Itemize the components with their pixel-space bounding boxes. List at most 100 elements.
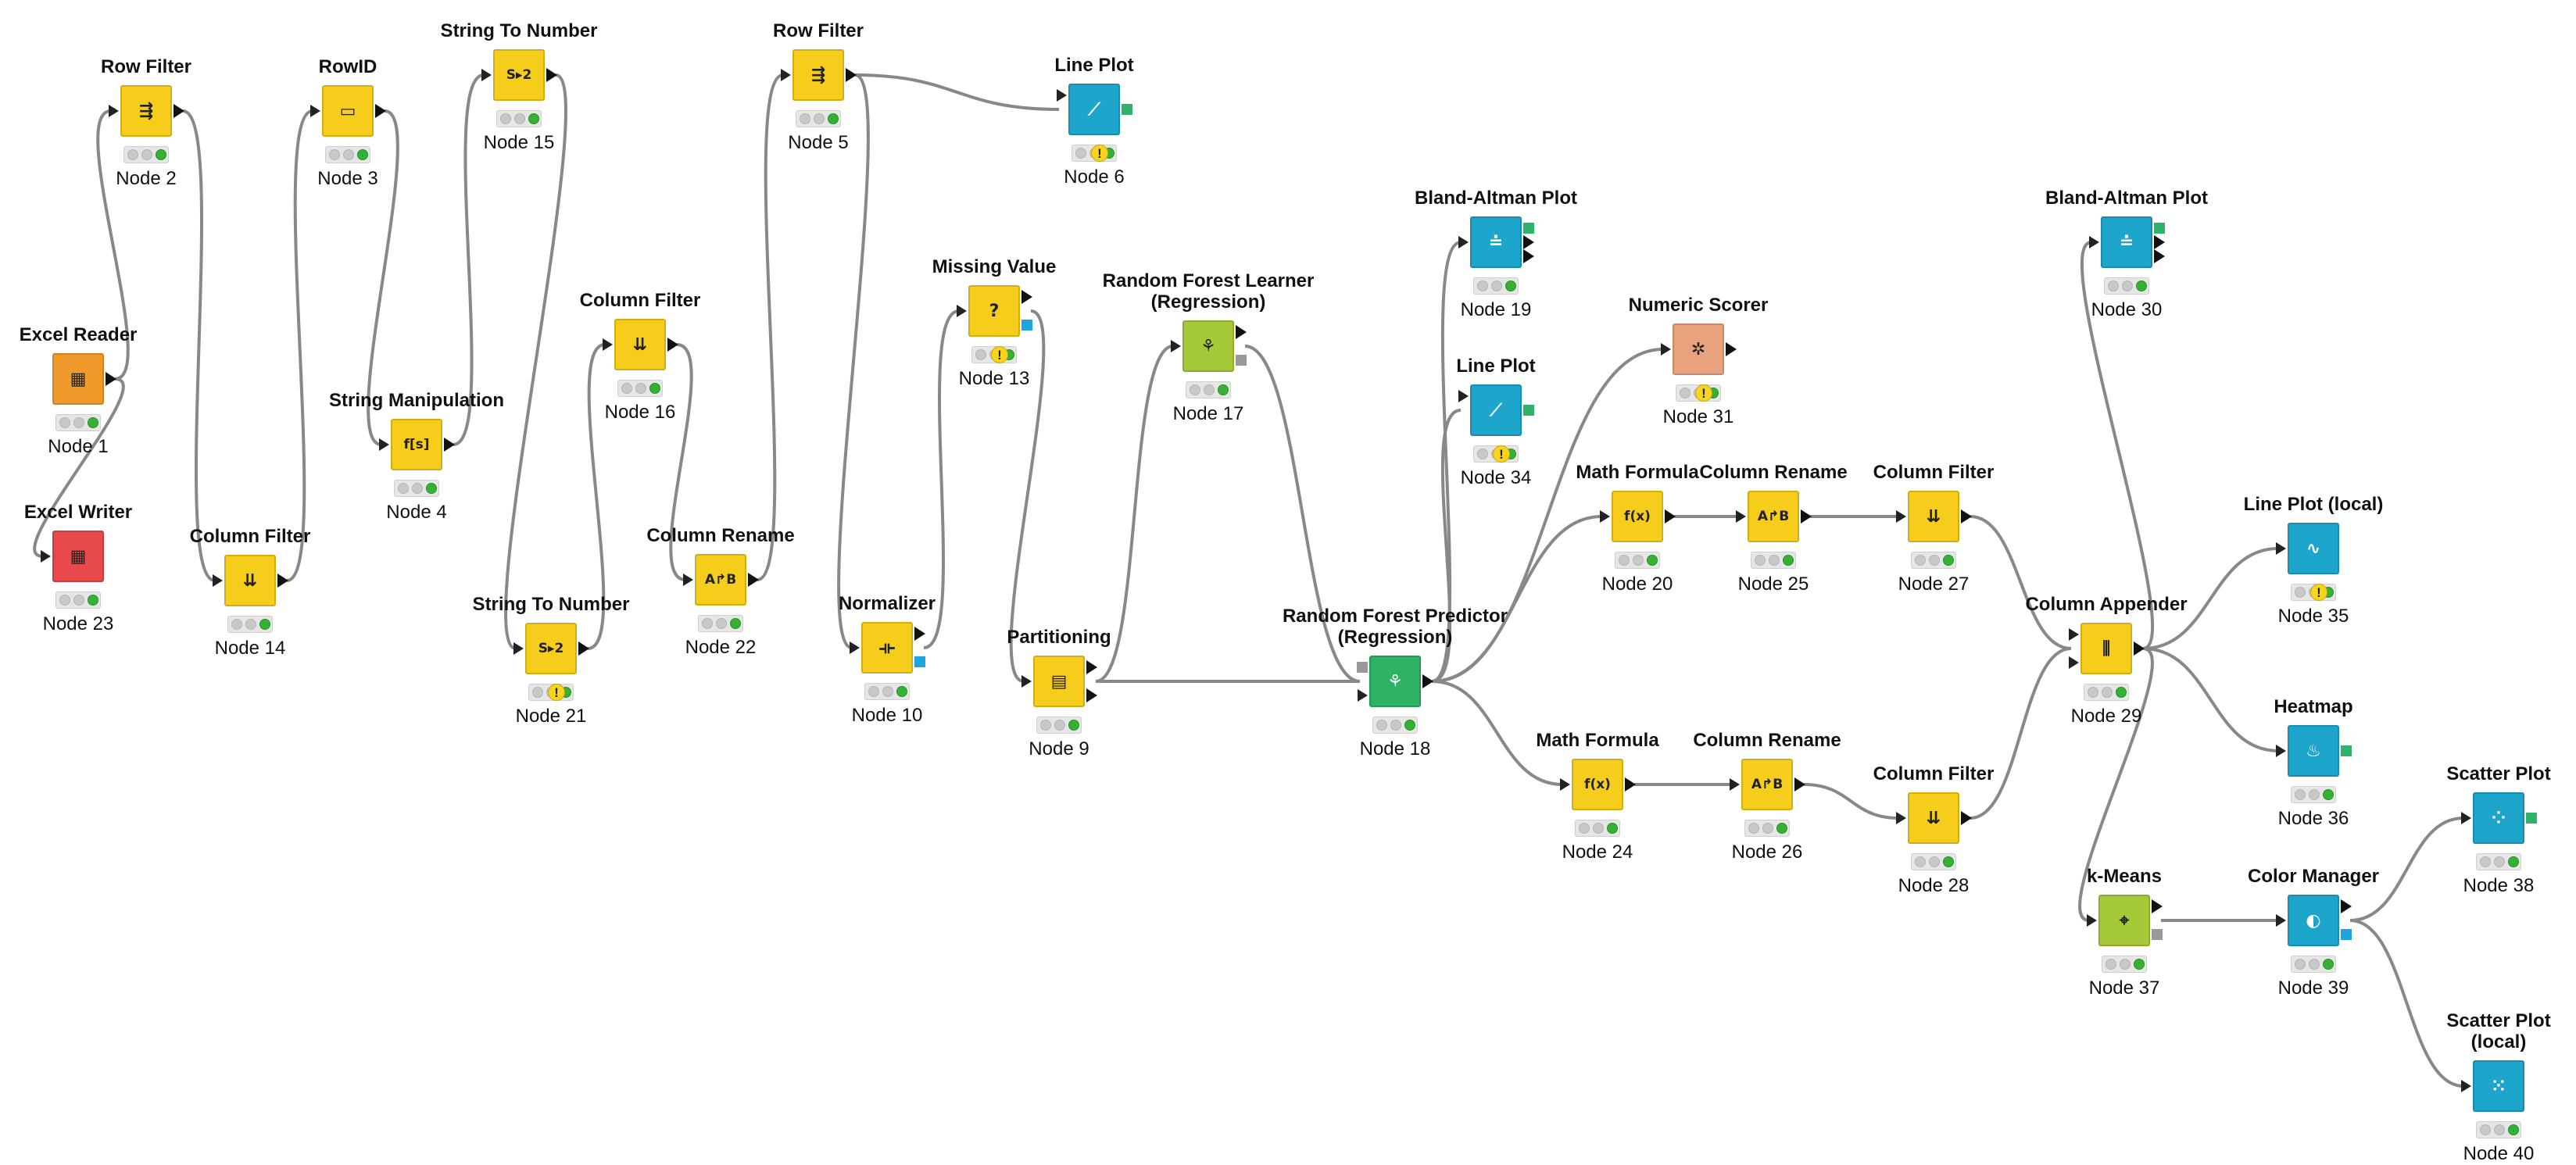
view-output-port[interactable] [1523,223,1534,234]
connection-n1-n2[interactable] [96,109,130,381]
data-input-port[interactable] [1896,812,1906,824]
data-input-port[interactable] [1560,778,1570,791]
node-label[interactable]: Node 14 [214,638,286,659]
connection-n15-n21[interactable] [504,73,567,650]
data-input-port[interactable] [1358,689,1368,702]
line-plot-local-icon[interactable]: ∿ [2288,523,2339,574]
data-output-port[interactable] [546,68,557,82]
numeric-scorer-icon[interactable]: ✲ [1673,323,1724,375]
data-input-port[interactable] [850,641,860,654]
flow-variable-input-port[interactable] [1452,416,1465,432]
partitioning-icon[interactable]: ▤ [1033,656,1085,707]
string-manipulation-icon[interactable]: f[s] [391,419,442,470]
model-output-port[interactable] [2341,929,2352,940]
model-output-port[interactable] [1236,355,1247,366]
connection-n9-n17[interactable] [1095,345,1174,683]
data-input-port[interactable] [683,574,693,586]
data-output-port[interactable] [1726,342,1737,356]
node-label[interactable]: Node 16 [604,402,676,423]
node-label[interactable]: Node 27 [1898,574,1970,595]
data-input-port[interactable] [379,438,389,451]
data-input-port[interactable] [1896,510,1906,523]
node-label[interactable]: Node 9 [1029,738,1089,759]
node-label[interactable]: Node 26 [1731,842,1803,863]
node-label[interactable]: Node 31 [1662,406,1734,427]
data-output-port[interactable] [277,574,288,588]
node-label[interactable]: Node 4 [386,502,447,523]
connection-n18-n20[interactable] [1431,515,1603,683]
warning-icon[interactable]: ! [1091,145,1108,162]
connection-n21-n16[interactable] [587,343,606,650]
data-input-port[interactable] [1458,236,1469,248]
connection-n29-n35[interactable] [2142,547,2279,650]
data-input-port[interactable] [1021,675,1032,688]
connection-n39-n40[interactable] [2349,919,2464,1088]
data-output-port[interactable] [2154,249,2165,263]
connection-n39-n38[interactable] [2349,817,2464,922]
node-label[interactable]: Node 25 [1737,574,1809,595]
random-forest-predictor-icon[interactable]: ⚘ [1369,656,1421,707]
node-label[interactable]: Node 22 [685,637,757,658]
data-output-port[interactable] [1086,660,1097,674]
heatmap-icon[interactable]: ♨ [2288,725,2339,777]
connection-n18-n19[interactable] [1431,241,1462,683]
data-output-port[interactable] [748,573,759,587]
connection-n22-n5[interactable] [757,73,784,581]
data-input-port[interactable] [1661,343,1671,356]
connection-n16-n22[interactable] [669,343,693,581]
excel-writer-icon[interactable]: ▦ [52,531,104,582]
data-input-port[interactable] [2089,236,2099,248]
node-label[interactable]: Node 3 [317,168,378,189]
node-label[interactable]: Node 21 [515,706,587,727]
view-output-port[interactable] [2154,223,2165,234]
connection-n10-n13[interactable] [923,309,960,649]
string-to-number-icon[interactable]: S▸2 [493,49,545,101]
connection-n18-n34[interactable] [1431,409,1462,683]
column-rename-icon[interactable]: A↱B [695,554,746,606]
column-rename-icon[interactable]: A↱B [1741,759,1793,810]
connection-n28-n29[interactable] [1970,647,2072,820]
data-output-port[interactable] [914,627,925,641]
connection-n18-n24[interactable] [1431,680,1563,786]
data-output-port[interactable] [2134,641,2145,656]
node-label[interactable]: Node 18 [1359,738,1431,759]
data-input-port[interactable] [1600,510,1610,523]
node-label[interactable]: Node 35 [2277,606,2349,627]
scatter-plot-local-icon[interactable]: ⁙ [2473,1060,2524,1112]
node-label[interactable]: Node 19 [1460,299,1532,320]
data-output-port[interactable] [1665,509,1676,524]
connection-n27-n29[interactable] [1970,515,2072,650]
data-input-port[interactable] [2461,1080,2471,1092]
data-output-port[interactable] [174,104,184,118]
column-filter-icon[interactable]: ⇊ [224,555,276,606]
line-plot-icon[interactable]: ⟋ [1470,384,1522,436]
data-input-port[interactable] [2069,656,2079,669]
node-label[interactable]: Node 30 [2091,299,2163,320]
data-output-port[interactable] [1021,290,1032,304]
connection-n2-n14[interactable] [182,109,216,582]
data-output-port[interactable] [2154,235,2165,249]
warning-icon[interactable]: ! [991,346,1008,363]
data-input-port[interactable] [603,338,613,351]
data-input-port[interactable] [1458,390,1469,402]
data-input-port[interactable] [481,69,492,81]
data-output-port[interactable] [2341,899,2352,913]
connection-n3-n4[interactable] [367,109,399,446]
data-output-port[interactable] [106,372,116,386]
data-output-port[interactable] [667,338,678,352]
view-output-port[interactable] [2341,745,2352,756]
node-label[interactable]: Node 28 [1898,875,1970,896]
data-output-port[interactable] [1236,325,1247,339]
node-label[interactable]: Node 1 [48,436,109,457]
data-input-port[interactable] [1057,89,1067,102]
k-means-icon[interactable]: ⌖ [2098,895,2150,946]
data-input-port[interactable] [2461,812,2471,824]
node-label[interactable]: Node 5 [788,132,849,153]
model-output-port[interactable] [2152,929,2163,940]
bland-altman-icon[interactable]: ≐ [1470,216,1522,268]
view-output-port[interactable] [1523,405,1534,416]
connection-n4-n15[interactable] [453,73,485,446]
row-filter-icon[interactable]: ⇶ [792,49,844,101]
data-output-port[interactable] [1625,777,1636,792]
